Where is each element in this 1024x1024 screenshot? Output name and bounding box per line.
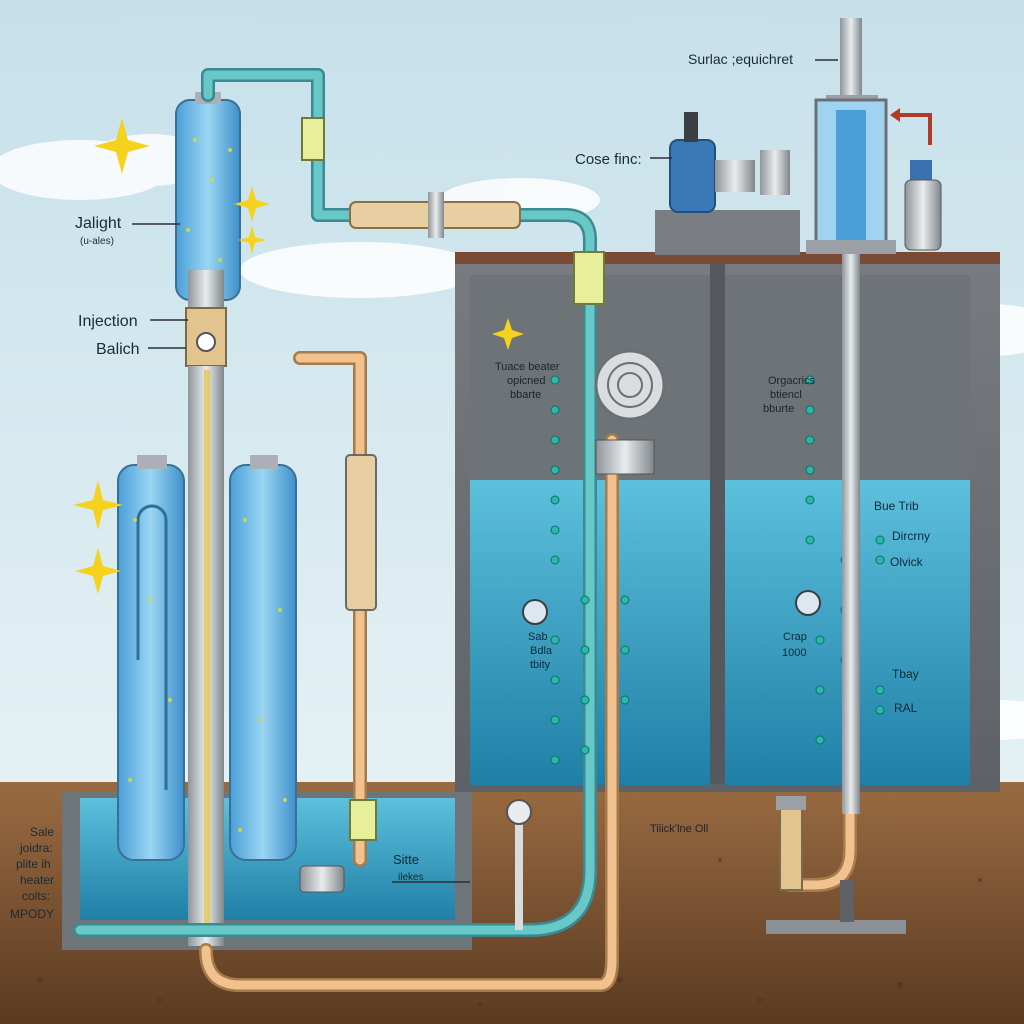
pressure-gauge-stand (506, 799, 532, 930)
label-sitte-2: ilekes (398, 872, 424, 883)
ground-well-head (766, 796, 906, 934)
label-right-gauge-2: 1000 (782, 647, 806, 659)
tank-mid (229, 455, 297, 861)
label-cose-finc: Cose finc: (575, 151, 642, 168)
pipe-couplings (301, 117, 605, 841)
right-well-column (806, 18, 896, 814)
label-side-6: MPODY (10, 907, 54, 921)
label-dircrny: Dircrny (892, 529, 930, 543)
leader-lines (132, 59, 838, 883)
arrow-head (890, 108, 900, 122)
label-side-2: joidra: (19, 841, 53, 855)
ground-speckles (37, 858, 982, 1007)
tan-pipes (199, 253, 857, 992)
reservoir-divider (710, 264, 725, 784)
label-organic-1: Orgacrics (768, 375, 816, 387)
label-injection: Injection (78, 313, 138, 330)
label-surface-equipment: Surlac ;equichret (688, 51, 793, 67)
label-tbay: Tbay (892, 667, 919, 681)
label-balich: Balich (96, 341, 140, 358)
arrow-icon (895, 113, 932, 145)
label-side-5: colts: (22, 889, 50, 903)
label-organic-3: bburte (763, 403, 794, 415)
label-tube-heater-1: Tuace beater (495, 361, 560, 373)
label-tube-heater-3: bbarte (510, 389, 541, 401)
label-left-gauge-2: Bdla (530, 645, 553, 657)
tank-left (117, 455, 185, 861)
heater-element (349, 192, 521, 238)
vertical-tank-top (175, 92, 241, 301)
label-sitte-1: Sitte (393, 852, 419, 867)
vertical-heater (345, 454, 377, 611)
coil-icon (594, 349, 666, 475)
label-left-gauge-1: Sab (528, 631, 548, 643)
central-column (185, 270, 227, 946)
label-thick-oil: Tilick’lne Oll (650, 823, 708, 835)
label-blue-trib: Bue Trib (874, 499, 919, 513)
label-side-1: Sale (30, 825, 54, 839)
label-olvick: Olvick (890, 555, 924, 569)
sparkle-icon (73, 118, 524, 594)
label-tube-heater-2: opicned (507, 375, 546, 387)
teal-pipes (73, 68, 597, 937)
label-left-gauge-3: tbity (530, 659, 551, 671)
side-valve (904, 160, 942, 251)
tank-particles (128, 138, 287, 832)
label-right-gauge-1: Crap (783, 631, 807, 643)
gauge-icon (522, 590, 821, 625)
label-jalight-sub: (u-ales) (80, 236, 114, 247)
label-jalight: Jalight (75, 215, 122, 232)
pump-icon (655, 112, 800, 255)
label-side-4: heater (20, 873, 54, 887)
basin-valve (299, 865, 345, 893)
label-ral: RAL (894, 701, 918, 715)
reservoir-block (455, 252, 1000, 792)
label-organic-2: btiencl (770, 389, 802, 401)
label-side-3: plite ih (16, 857, 51, 871)
